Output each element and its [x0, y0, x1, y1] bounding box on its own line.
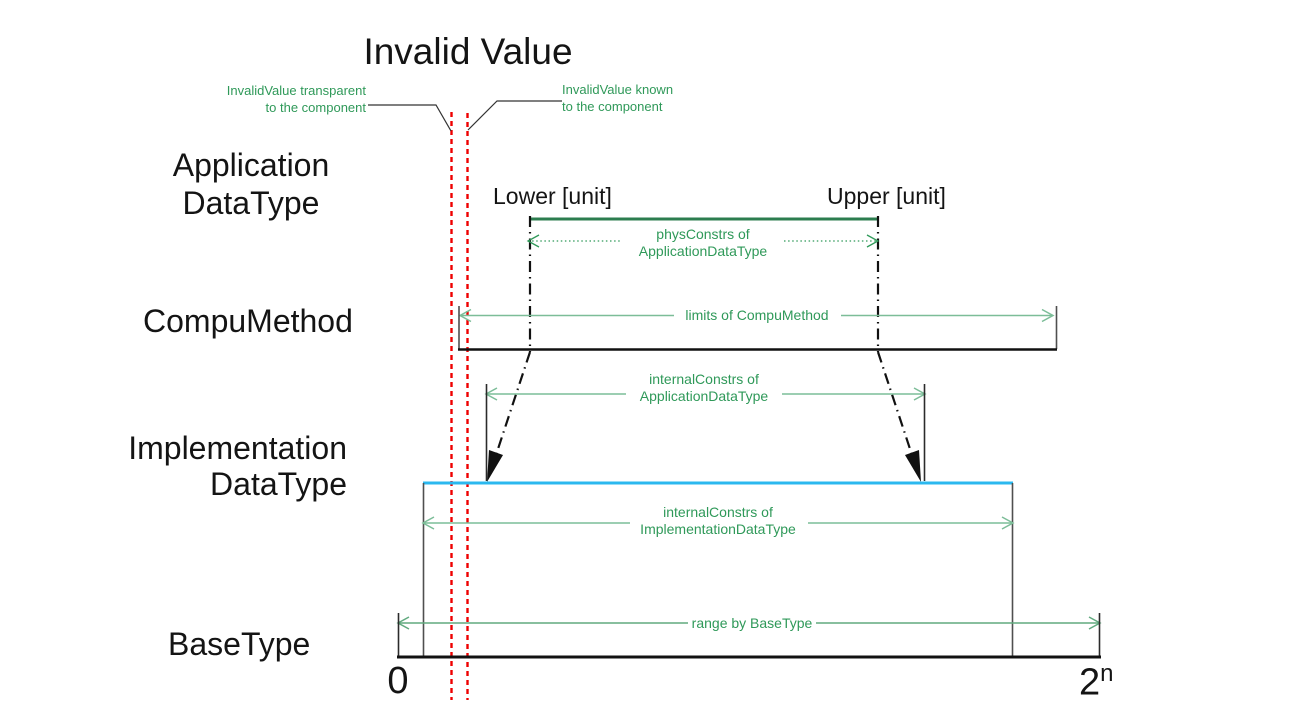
- internal-idt-label-line2: ImplementationDataType: [640, 521, 796, 537]
- limits-label: limits of CompuMethod: [685, 307, 829, 323]
- physconstrs-arrowhead-right: [866, 234, 880, 248]
- internal-adt-label-line2: ApplicationDataType: [639, 388, 769, 404]
- row-label-implementation-datatype: Implementation DataType: [128, 430, 347, 502]
- lower-projection-arrowhead: [487, 450, 503, 482]
- lower-projection-diagonal: [494, 351, 532, 456]
- physconstrs-label: physConstrs of ApplicationDataType: [639, 226, 767, 260]
- row-label-compumethod: CompuMethod: [143, 303, 353, 339]
- annotation-invalid-transparent-line2: to the component: [265, 100, 366, 115]
- upper-projection-diagonal: [876, 351, 914, 456]
- upper-projection-arrowhead: [905, 450, 921, 482]
- annotation-invalid-known-line2: to the component: [562, 99, 663, 114]
- lower-bound-label: Lower [unit]: [493, 183, 612, 209]
- annotation-invalid-transparent: InvalidValue transparent to the componen…: [227, 82, 366, 116]
- page-title: Invalid Value: [363, 31, 573, 72]
- physconstrs-label-line2: ApplicationDataType: [638, 243, 768, 259]
- internal-adt-label-line1: internalConstrs of: [649, 371, 759, 387]
- annotation-invalid-known-line1: InvalidValue known: [562, 82, 674, 97]
- leader-line-left: [368, 104, 452, 132]
- axis-max-base: 2: [1079, 661, 1101, 703]
- application-label-line2: DataType: [182, 185, 320, 221]
- internal-adt-label: internalConstrs of ApplicationDataType: [640, 371, 768, 405]
- row-label-basetype: BaseType: [168, 626, 311, 662]
- internal-idt-label: internalConstrs of ImplementationDataTyp…: [640, 504, 796, 538]
- physconstrs-arrowhead-left: [526, 234, 540, 248]
- row-label-application-datatype: Application DataType: [173, 146, 330, 222]
- upper-bound-label: Upper [unit]: [827, 183, 946, 209]
- limits-arrowhead-right: [1041, 308, 1055, 323]
- range-base-label: range by BaseType: [691, 615, 813, 631]
- annotation-invalid-transparent-line1: InvalidValue transparent: [226, 83, 366, 98]
- axis-max-exponent: n: [1100, 660, 1114, 687]
- application-label-line1: Application: [172, 147, 330, 183]
- axis-origin-label: 0: [387, 660, 409, 702]
- physconstrs-label-line1: physConstrs of: [656, 226, 750, 242]
- annotation-invalid-known: InvalidValue known to the component: [562, 81, 673, 115]
- implementation-label-line2: DataType: [210, 466, 347, 502]
- internal-idt-label-line1: internalConstrs of: [663, 504, 773, 520]
- limits-arrowhead-left: [458, 308, 472, 323]
- axis-max-label: 2n: [1079, 660, 1114, 703]
- implementation-label-line1: Implementation: [128, 430, 347, 466]
- internal-idt-arrowhead-left: [421, 516, 435, 530]
- leader-line-right: [467, 100, 562, 131]
- internal-idt-arrowhead-right: [1001, 516, 1015, 530]
